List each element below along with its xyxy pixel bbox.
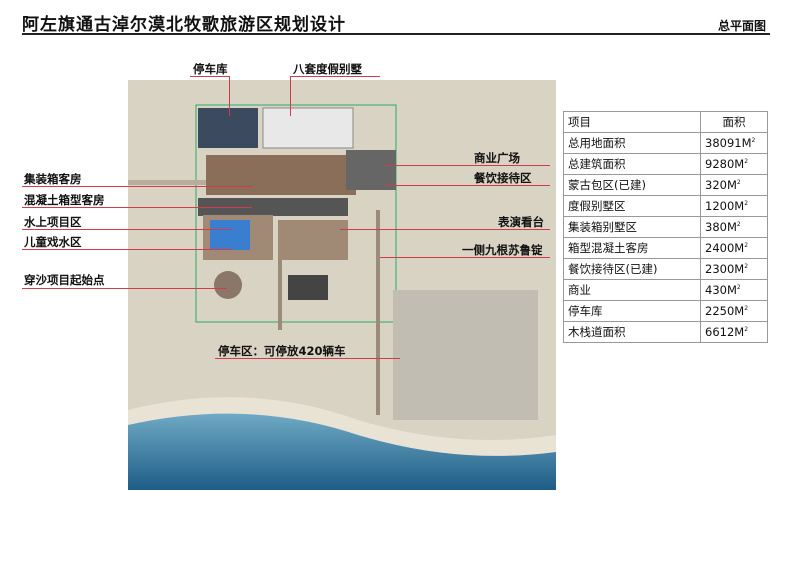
commercial-plaza xyxy=(346,150,396,190)
pool xyxy=(210,220,250,250)
row-value: 38091M2 xyxy=(700,132,768,154)
row-value: 380M2 xyxy=(700,216,768,238)
row-value: 2250M2 xyxy=(700,300,768,322)
row-name: 商业 xyxy=(563,279,701,301)
title-rule xyxy=(22,33,770,35)
sand-start-point xyxy=(214,271,242,299)
label-stage: 表演看台 xyxy=(498,215,544,229)
drawing-type: 总平面图 xyxy=(718,19,767,33)
row-name: 停车库 xyxy=(563,300,701,322)
row-value: 430M2 xyxy=(700,279,768,301)
table-header: 项目面积 xyxy=(563,111,768,133)
label-water-area: 水上项目区 xyxy=(24,215,82,229)
label-commercial-plaza: 商业广场 xyxy=(474,151,520,165)
label-container-rooms: 集装箱客房 xyxy=(24,172,82,186)
label-kids-area: 儿童戏水区 xyxy=(24,235,82,249)
row-name: 箱型混凝土客房 xyxy=(563,237,701,259)
row-name: 蒙古包区(已建) xyxy=(563,174,701,196)
site-plan xyxy=(128,80,556,490)
row-value: 2300M2 xyxy=(700,258,768,280)
row-value: 2400M2 xyxy=(700,237,768,259)
boundary xyxy=(195,104,397,323)
page-title: 阿左旗通古淖尔漠北牧歌旅游区规划设计 xyxy=(22,15,346,35)
sea xyxy=(128,413,556,490)
container-rooms xyxy=(206,155,356,195)
label-concrete-rooms: 混凝土箱型客房 xyxy=(24,193,105,207)
label-sulde: 一侧九根苏鲁锭 xyxy=(462,243,543,257)
label-garage: 停车库 xyxy=(193,62,228,76)
row-name: 木栈道面积 xyxy=(563,321,701,343)
row-name: 餐饮接待区(已建) xyxy=(563,258,701,280)
row-name: 总建筑面积 xyxy=(563,153,701,175)
garage-building xyxy=(198,108,258,148)
parking-lot xyxy=(393,290,538,420)
site-plan-drawing xyxy=(128,80,556,490)
row-value: 6612M2 xyxy=(700,321,768,343)
row-value: 9280M2 xyxy=(700,153,768,175)
label-parking: 停车区：可停放420辆车 xyxy=(218,344,346,358)
concrete-rooms xyxy=(198,198,348,216)
row-value: 1200M2 xyxy=(700,195,768,217)
row-value: 320M2 xyxy=(700,174,768,196)
label-dining: 餐饮接待区 xyxy=(474,171,532,185)
table-row: 蒙古包区(已建)320M2 xyxy=(563,174,768,196)
label-villas: 八套度假别墅 xyxy=(293,62,362,76)
row-name: 集装箱别墅区 xyxy=(563,216,701,238)
row-name: 总用地面积 xyxy=(563,132,701,154)
row-name: 度假别墅区 xyxy=(563,195,701,217)
table-row: 餐饮接待区(已建)2300M2 xyxy=(563,258,768,280)
label-sand-start: 穿沙项目起始点 xyxy=(24,273,105,287)
